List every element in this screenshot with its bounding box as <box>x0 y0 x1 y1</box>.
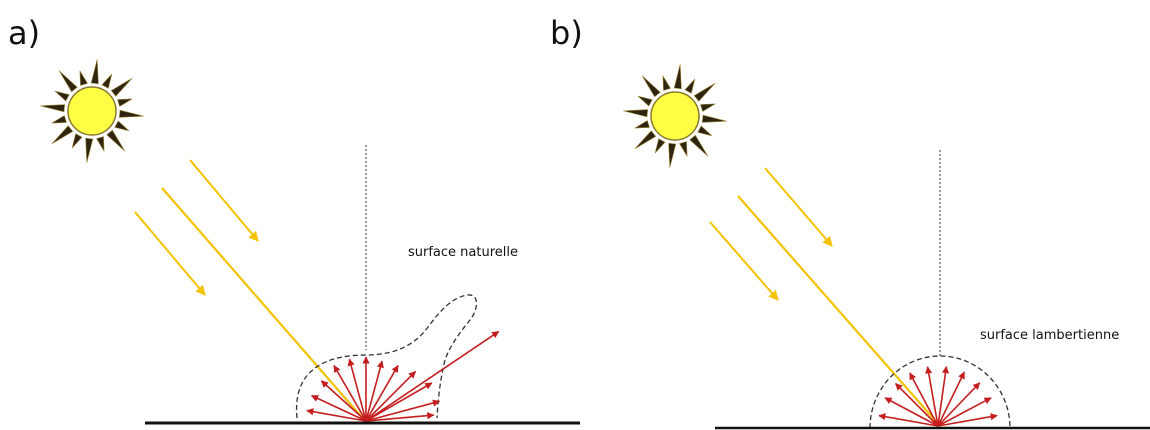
sun-ray-spike <box>634 130 657 150</box>
incident-ray <box>709 221 779 301</box>
sun-ray-spike <box>117 98 133 107</box>
sun-ray-spike <box>641 75 661 98</box>
sun-ray-spike <box>79 70 88 86</box>
reflected-ray <box>306 408 367 422</box>
reflected-ray <box>320 380 367 422</box>
reflected-ray <box>895 383 939 427</box>
reflected-ray <box>365 399 441 422</box>
sun-ray-spike <box>684 78 696 94</box>
sun-ray-spike <box>90 59 99 85</box>
reflected-ray <box>909 372 939 427</box>
sun-ray-spike <box>40 104 66 113</box>
sun-ray-spike <box>701 114 727 123</box>
incident-light-arrows <box>134 159 367 423</box>
reflected-ray <box>365 412 435 422</box>
sun-ray-spike <box>668 142 677 168</box>
panel-a: a) surface naturelle <box>8 14 580 425</box>
incident-light-arrows <box>709 167 941 427</box>
sun-ray-spike <box>637 95 653 107</box>
main-incident-ray <box>161 187 367 423</box>
reflected-ray <box>333 364 367 422</box>
surface-label: surface lambertienne <box>980 328 1119 343</box>
reflected-rays <box>878 365 998 427</box>
reflected-ray <box>884 397 939 427</box>
sun-ray-spike <box>673 64 682 90</box>
sun-disc <box>650 91 700 141</box>
incident-ray <box>134 211 206 296</box>
reflected-ray <box>347 358 367 422</box>
sun-ray-spike <box>101 73 113 89</box>
reflected-ray <box>365 370 417 422</box>
reflected-ray <box>365 382 433 422</box>
reflected-ray <box>937 397 992 427</box>
sun-ray-spike <box>54 90 70 102</box>
panel-a-label: a) <box>8 14 40 52</box>
sun-ray-spike <box>114 120 130 132</box>
panel-b: b) surface lambertienne <box>550 14 1150 430</box>
sun-icon <box>623 64 727 168</box>
reflected-ray <box>937 413 998 427</box>
brdf-envelope <box>295 294 478 419</box>
sun-ray-spike <box>51 125 74 145</box>
sun-ray-spike <box>634 120 650 129</box>
sun-ray-spike <box>110 77 133 97</box>
sun-ray-spike <box>689 134 709 157</box>
reflected-ray <box>925 366 939 427</box>
sun-icon <box>40 59 144 163</box>
reflected-rays <box>306 330 500 422</box>
sun-ray-spike <box>693 82 716 102</box>
reflected-ray <box>878 413 939 427</box>
sun-ray-spike <box>662 75 671 91</box>
sun-ray-spike <box>58 70 78 93</box>
sun-ray-spike <box>85 137 94 163</box>
sun-ray-spike <box>106 129 126 152</box>
sun-ray-spike <box>700 103 716 112</box>
sun-ray-spike <box>96 136 105 152</box>
reflected-ray <box>365 360 384 422</box>
main-incident-ray <box>737 195 941 427</box>
reflected-ray <box>937 371 966 427</box>
reflected-ray <box>365 364 399 422</box>
sun-ray-spike <box>623 109 649 118</box>
lambertian-hemisphere <box>869 355 1011 429</box>
sun-ray-spike <box>697 125 713 137</box>
sun-ray-spike <box>679 141 688 157</box>
sun-ray-spike <box>71 133 83 149</box>
sun-ray-spike <box>51 115 67 124</box>
reflected-ray <box>310 394 367 422</box>
sun-ray-spike <box>654 138 666 154</box>
reflected-ray <box>937 382 981 427</box>
incident-ray <box>189 159 259 242</box>
panel-b-label: b) <box>550 14 583 52</box>
reflected-ray <box>937 365 950 427</box>
sun-disc <box>67 86 117 136</box>
sun-ray-spike <box>118 109 144 118</box>
surface-label: surface naturelle <box>408 245 518 260</box>
incident-ray <box>764 167 833 247</box>
reflected-ray <box>365 330 500 422</box>
